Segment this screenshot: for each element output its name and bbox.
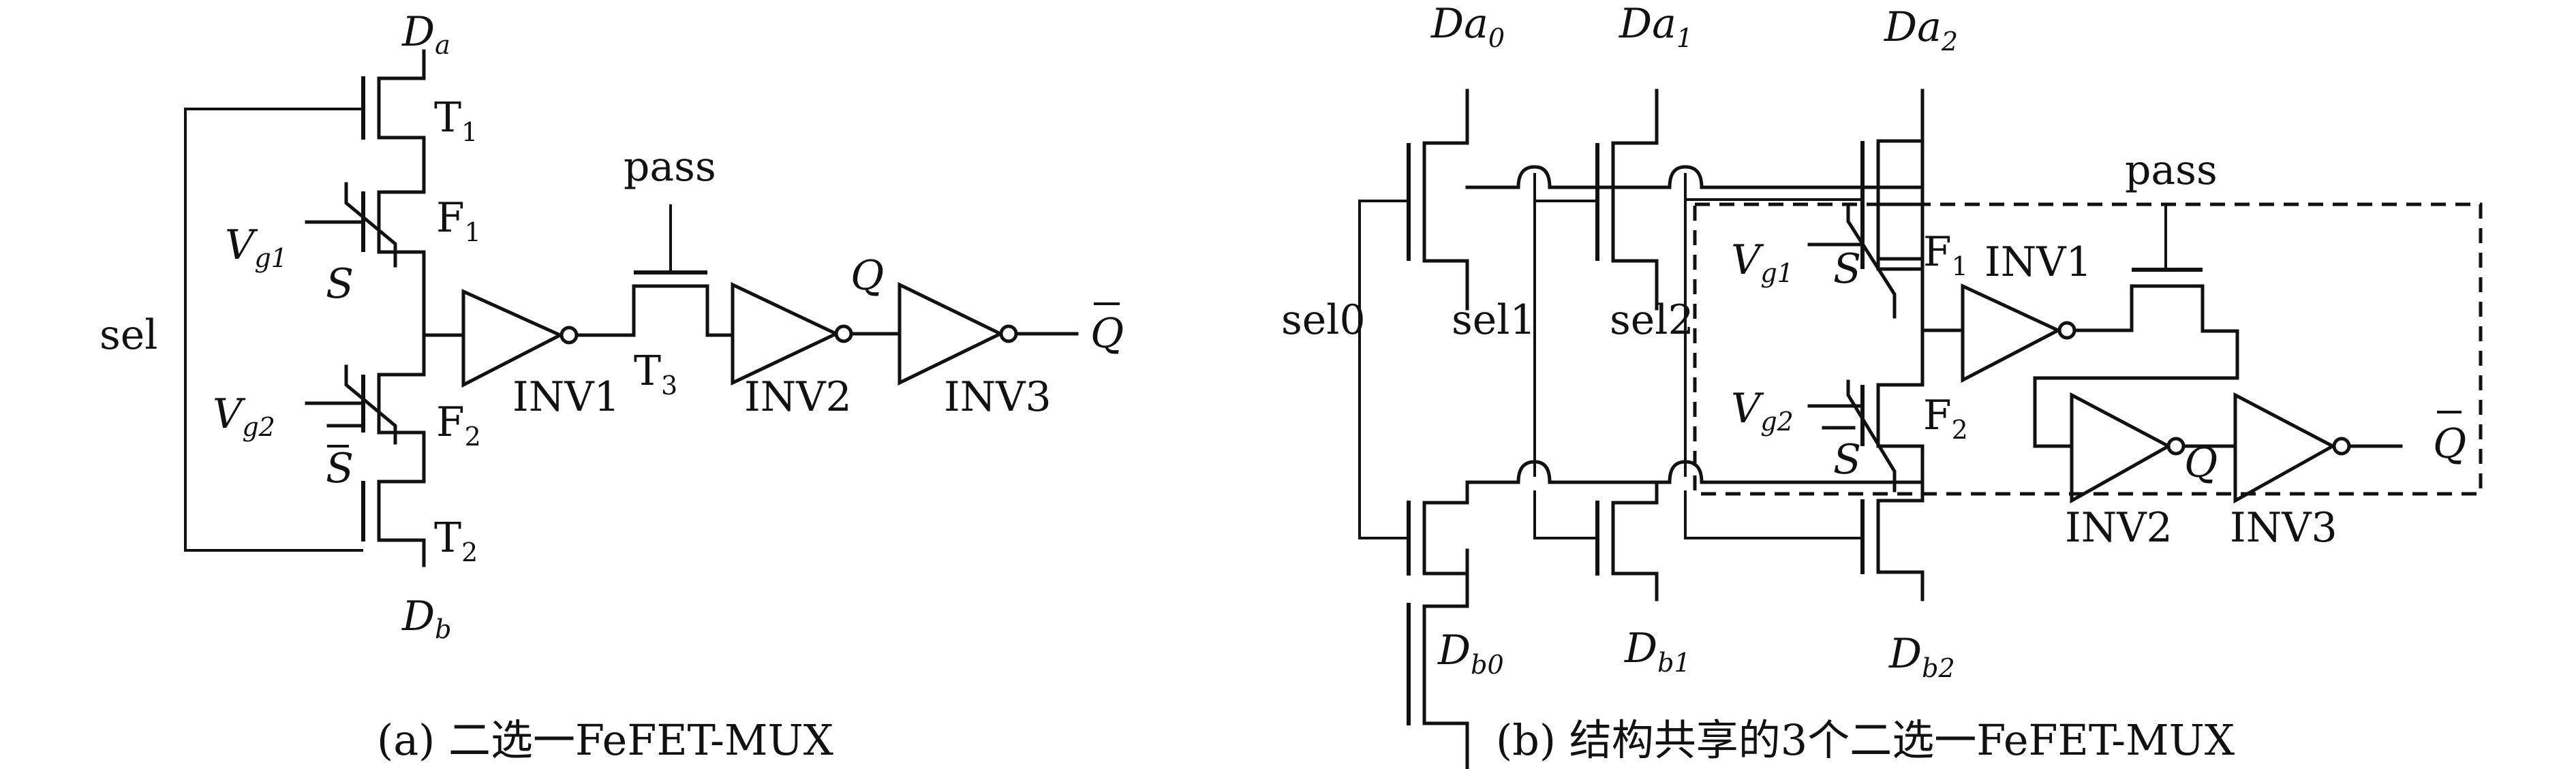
s-bar-b-label: S bbox=[1833, 436, 1861, 484]
caption-a: (a) 二选一FeFET-MUX bbox=[377, 715, 833, 765]
inverter-inv2-b bbox=[2070, 392, 2186, 504]
da-label: Da bbox=[401, 8, 450, 60]
sel1-wire bbox=[1533, 173, 1597, 539]
inv1-b-label: INV1 bbox=[1984, 238, 2092, 286]
transistor-t1 bbox=[361, 49, 426, 194]
inverter-inv1 bbox=[461, 289, 579, 388]
sel0-label: sel0 bbox=[1281, 296, 1366, 344]
transistor-da2 bbox=[1860, 89, 1925, 261]
db1-label: Db1 bbox=[1624, 625, 1691, 678]
transistor-t2 bbox=[361, 430, 426, 567]
top-bus bbox=[1465, 165, 1925, 189]
t3-label: T3 bbox=[634, 347, 677, 401]
inverter-inv1-b bbox=[1961, 283, 2076, 383]
pass-transistor-t3 bbox=[574, 204, 735, 337]
caption-b: (b) 结构共享的3个二选一FeFET-MUX bbox=[1496, 715, 2235, 765]
t2-label: T2 bbox=[434, 514, 478, 567]
transistor-db0-main bbox=[1407, 480, 1469, 601]
sel2-label: sel2 bbox=[1610, 296, 1694, 344]
sel1-label: sel1 bbox=[1452, 296, 1536, 344]
pass-transistor-b bbox=[2033, 204, 2239, 448]
q-b-label: Q bbox=[2184, 439, 2218, 487]
inv1-label: INV1 bbox=[512, 373, 620, 421]
inverter-inv2 bbox=[731, 282, 853, 386]
vg1-label: Vg1 bbox=[225, 221, 288, 273]
inv3-label: INV3 bbox=[944, 373, 1052, 421]
pass-b-label: pass bbox=[2125, 146, 2218, 194]
vg1-b-label: Vg1 bbox=[1731, 236, 1794, 288]
fefet-f1 bbox=[305, 182, 426, 268]
transistor-da1 bbox=[1595, 89, 1659, 311]
q-label: Q bbox=[850, 252, 884, 300]
inv2-label: INV2 bbox=[744, 373, 852, 421]
inv2-b-label: INV2 bbox=[2065, 504, 2173, 552]
transistor-da0 bbox=[1407, 89, 1469, 311]
da0-label: Da0 bbox=[1430, 0, 1505, 53]
inv3-b-label: INV3 bbox=[2230, 504, 2337, 552]
da1-label: Da1 bbox=[1619, 0, 1693, 53]
f1-b-label: F1 bbox=[1923, 228, 1968, 281]
transistor-db1 bbox=[1595, 480, 1659, 601]
t1-label: T1 bbox=[434, 94, 478, 147]
sel0-wire bbox=[1358, 200, 1407, 539]
q-bar-label: Q bbox=[1090, 310, 1124, 358]
db0-label: Db0 bbox=[1437, 627, 1504, 680]
pass-label: pass bbox=[624, 143, 716, 191]
s-bar-label: S bbox=[326, 445, 354, 492]
vg2-label: Vg2 bbox=[213, 390, 275, 442]
sel2-wire bbox=[1684, 173, 1862, 539]
vg2-b-label: Vg2 bbox=[1731, 385, 1794, 437]
q-bar-b-label: Q bbox=[2433, 420, 2466, 468]
figure-a: sel T1 Da F1 Vg1 S F2 Vg2 bbox=[99, 8, 1124, 765]
sel-wire bbox=[184, 108, 363, 552]
sel-label: sel bbox=[99, 311, 158, 359]
shared-block-box bbox=[1693, 202, 2483, 496]
s-b-label: S bbox=[1833, 245, 1861, 293]
fefet-f2 bbox=[305, 364, 426, 445]
s-label: S bbox=[326, 260, 354, 308]
db2-label: Db2 bbox=[1888, 630, 1955, 683]
fefet-f2-b bbox=[1807, 359, 1925, 492]
inverter-inv3-b bbox=[2233, 392, 2351, 504]
da2-label: Da2 bbox=[1884, 3, 1958, 57]
f2-label: F2 bbox=[436, 398, 481, 452]
inverter-inv3 bbox=[898, 282, 1018, 386]
f1-label: F1 bbox=[436, 194, 481, 247]
fefet-f1-b bbox=[1807, 202, 1925, 363]
figure-b: sel0 sel1 sel2 Da0 Da1 Da2 bbox=[1281, 0, 2483, 769]
db-label: Db bbox=[401, 593, 451, 644]
f2-b-label: F2 bbox=[1923, 392, 1968, 445]
